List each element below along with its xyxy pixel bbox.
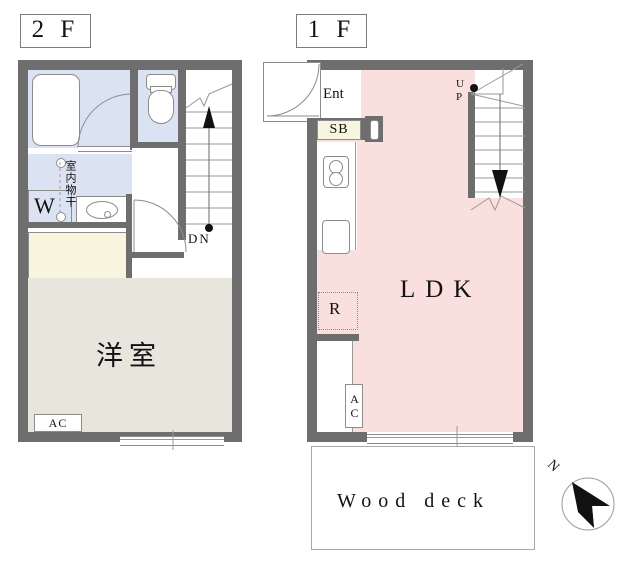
wall-1f-bottom-right: [513, 432, 533, 442]
ac-tag-2f: AC: [34, 414, 82, 432]
drying-pole-bottom-bracket: [56, 212, 66, 222]
wood-deck-label: Wood deck: [337, 490, 491, 512]
ac-tag-1f: AC: [345, 384, 363, 428]
bathroom-door-sill: [78, 146, 132, 152]
washer-label: W: [34, 193, 55, 218]
wood-deck-area: [311, 446, 535, 550]
wall-1f-top: [307, 60, 533, 70]
window-2f-rail: [120, 439, 224, 440]
window-2f-mark: [172, 430, 174, 450]
stairs-1f-up-label-u: U: [456, 78, 464, 90]
washitsu-label: 洋室: [96, 341, 162, 371]
ldk-label: LDK: [400, 276, 482, 303]
basin-drain: [104, 211, 111, 218]
shoe-box-tag: SB: [317, 120, 361, 140]
stairs-2f-treads: [185, 83, 233, 232]
entrance-label: Ent: [323, 86, 344, 102]
wall-hall-bottom: [132, 252, 184, 258]
wall-bath-toilet: [130, 60, 138, 150]
stairs-1f-treads: [470, 63, 526, 212]
wall-1f-right: [523, 60, 533, 442]
wall-washroom-bottom: [18, 222, 132, 228]
wall-below-fridge: [317, 334, 359, 341]
floor-label-2f: 2 F: [20, 14, 91, 48]
closet-2f: [28, 232, 128, 278]
entrance-area: [317, 70, 361, 120]
toilet-bowl: [148, 90, 174, 124]
sliding-door-rail: [367, 437, 513, 438]
wall-closet-right: [126, 228, 132, 278]
cooktop-burner-front: [329, 172, 343, 186]
window-2f-bedroom: [120, 436, 224, 446]
drying-pole-top-bracket: [56, 158, 66, 168]
indoor-drying-label: 室内物干: [64, 160, 76, 208]
wall-2f-left: [18, 60, 28, 442]
wall-stairs-1f-left: [468, 92, 475, 198]
entrance-door-swing: [266, 63, 320, 117]
refrigerator-label: R: [329, 299, 341, 318]
bedroom-door-swing: [133, 199, 187, 253]
stairs-1f-origin-dot: [470, 84, 478, 92]
entrance-hall-door: [370, 120, 379, 140]
wall-stairs-2f-left: [178, 60, 186, 240]
room-washitsu: [28, 278, 232, 432]
wall-1f-left: [307, 60, 317, 442]
bathroom-door-swing: [77, 93, 133, 149]
wall-washroom-right: [126, 194, 132, 228]
refrigerator-slot: [318, 292, 358, 330]
wall-1f-bottom-left: [307, 432, 367, 442]
sliding-door-to-deck: [367, 434, 513, 444]
bathtub-fixture: [32, 74, 80, 146]
floor-label-1f: 1 F: [296, 14, 367, 48]
wall-toilet-bottom: [130, 142, 182, 149]
stairs-2f-dn-label: DN: [188, 231, 211, 246]
drying-pole-line: [59, 162, 61, 214]
wall-2f-right: [232, 60, 242, 442]
kitchen-sink: [322, 220, 350, 254]
kitchen-counter-edge: [355, 142, 356, 250]
washbasin: [86, 201, 118, 219]
stairs-1f-up-label-p: P: [456, 91, 463, 103]
closet-2f-outline: [28, 232, 130, 280]
